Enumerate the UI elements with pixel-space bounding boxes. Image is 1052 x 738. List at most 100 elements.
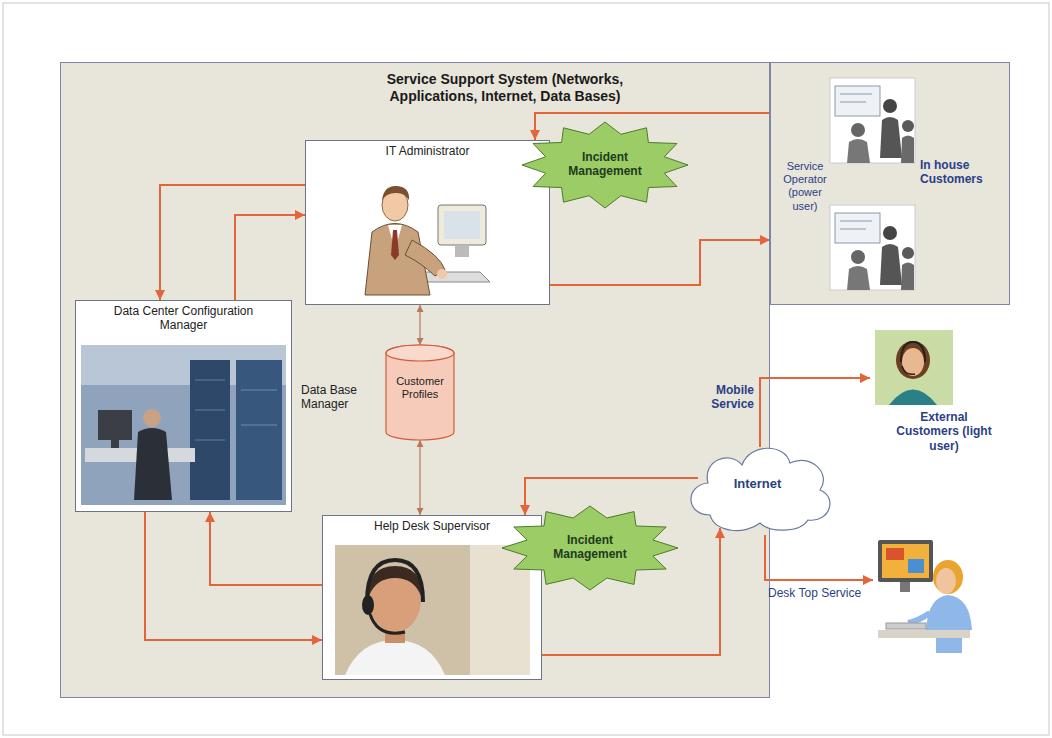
meeting-picture xyxy=(835,213,880,243)
desktop-user-picture xyxy=(878,540,972,653)
administrator-figure xyxy=(382,186,409,200)
service-label: Desk Top Service xyxy=(768,586,876,600)
external-customer-picture xyxy=(875,330,953,405)
star-title: Incident Management xyxy=(555,150,655,179)
help-desk-photo xyxy=(335,545,530,675)
desktop-service-arrow xyxy=(765,535,873,580)
cloud-title: Internet xyxy=(710,476,805,492)
desktop-user-picture xyxy=(882,544,929,578)
external-customer-picture xyxy=(901,342,925,362)
desktop-user-picture xyxy=(936,638,962,653)
role-note: Service Operator (power user) xyxy=(780,160,830,213)
data-center-photo xyxy=(241,425,277,426)
data-center-photo xyxy=(195,380,225,381)
cylinder-body xyxy=(386,345,454,440)
meeting-picture xyxy=(840,221,872,222)
role-box: Help Desk Supervisor xyxy=(322,515,542,680)
administrator-figure xyxy=(437,269,447,279)
data-center-photo xyxy=(195,440,225,441)
desktop-user-picture xyxy=(878,630,970,638)
customer-group-title: In house Customers xyxy=(920,158,1002,187)
box-ground xyxy=(75,300,292,512)
database-label: Data Base Manager xyxy=(301,383,379,412)
administrator-figure xyxy=(455,245,469,257)
box-ground xyxy=(322,515,542,680)
meeting-picture xyxy=(840,94,872,95)
meeting-picture xyxy=(835,86,880,116)
help-desk-photo xyxy=(370,614,405,633)
database-title: Customer Profiles xyxy=(385,375,455,401)
administrator-figure xyxy=(438,205,486,245)
help-desk-photo xyxy=(335,545,530,675)
flow-arrow xyxy=(160,185,305,300)
help-desk-photo xyxy=(345,640,445,675)
external-customer-picture xyxy=(889,390,937,406)
connector-label: Mobile Service xyxy=(698,383,754,412)
data-center-photo xyxy=(98,410,132,440)
external-customer: External Customers (light user) xyxy=(870,328,1010,470)
meeting-picture xyxy=(847,266,870,290)
desktop-user-picture xyxy=(900,582,910,592)
external-customer-picture xyxy=(902,366,915,374)
incident-star: Incident Management xyxy=(520,120,690,210)
picture-frame xyxy=(3,3,1049,735)
role-title: Help Desk Supervisor xyxy=(322,519,542,533)
meeting-picture xyxy=(851,123,865,137)
role-box: IT Administrator xyxy=(305,140,550,305)
meeting-picture xyxy=(830,205,915,290)
meeting-picture xyxy=(851,250,865,264)
help-desk-photo xyxy=(362,595,374,615)
meeting-picture xyxy=(847,139,870,163)
star-outline xyxy=(502,506,678,590)
external-customer-picture xyxy=(896,341,930,379)
help-desk-photo xyxy=(369,566,421,596)
meeting-picture xyxy=(901,136,914,164)
database-cylinder: Data Base ManagerCustomer Profiles xyxy=(385,345,455,440)
flow-arrow xyxy=(145,512,322,640)
star-outline xyxy=(522,122,688,208)
panel-title: Service Support System (Networks, Applic… xyxy=(360,71,650,105)
desktop-user-picture xyxy=(908,613,930,623)
system-panel: Service Support System (Networks, Applic… xyxy=(60,62,770,698)
desktop-user-picture xyxy=(878,540,933,582)
help-desk-photo xyxy=(367,560,423,602)
flow-arrow xyxy=(760,378,870,447)
desktop-user-picture xyxy=(886,623,926,629)
flow-arrow xyxy=(550,240,770,285)
cloud-outline xyxy=(691,448,830,530)
administrator-figure xyxy=(365,186,490,295)
data-center-photo xyxy=(236,360,282,500)
panel-ground xyxy=(770,62,1010,305)
flow-arrow xyxy=(235,215,305,300)
data-center-photo xyxy=(111,440,119,448)
meeting-picture xyxy=(902,120,914,132)
role-title: IT Administrator xyxy=(305,144,550,158)
desktop-user-picture xyxy=(926,595,972,630)
data-center-photo xyxy=(134,428,172,500)
meeting-picture xyxy=(880,244,902,285)
role-title: Data Center Configuration Manager xyxy=(108,304,259,333)
flow-arrow xyxy=(419,305,420,345)
data-center-photo xyxy=(195,410,225,411)
customer-caption: External Customers (light user) xyxy=(894,410,994,453)
data-center-photo xyxy=(143,409,161,427)
panel-ground xyxy=(60,62,770,698)
meeting-picture xyxy=(902,247,914,259)
star-title: Incident Management xyxy=(540,533,640,562)
incident-star: Incident Management xyxy=(500,504,680,592)
external-customer-picture xyxy=(875,330,953,405)
flow-arrow xyxy=(419,440,420,515)
panel-ground xyxy=(60,62,1010,698)
desktop-user-picture xyxy=(933,560,963,594)
administrator-figure xyxy=(391,230,399,260)
meeting-picture xyxy=(883,99,897,113)
meeting-picture xyxy=(830,205,915,290)
meeting-picture xyxy=(840,229,866,230)
meeting-picture xyxy=(840,102,866,103)
flow-arrow xyxy=(210,512,322,585)
data-center-photo xyxy=(241,390,277,391)
meeting-picture xyxy=(880,117,902,158)
